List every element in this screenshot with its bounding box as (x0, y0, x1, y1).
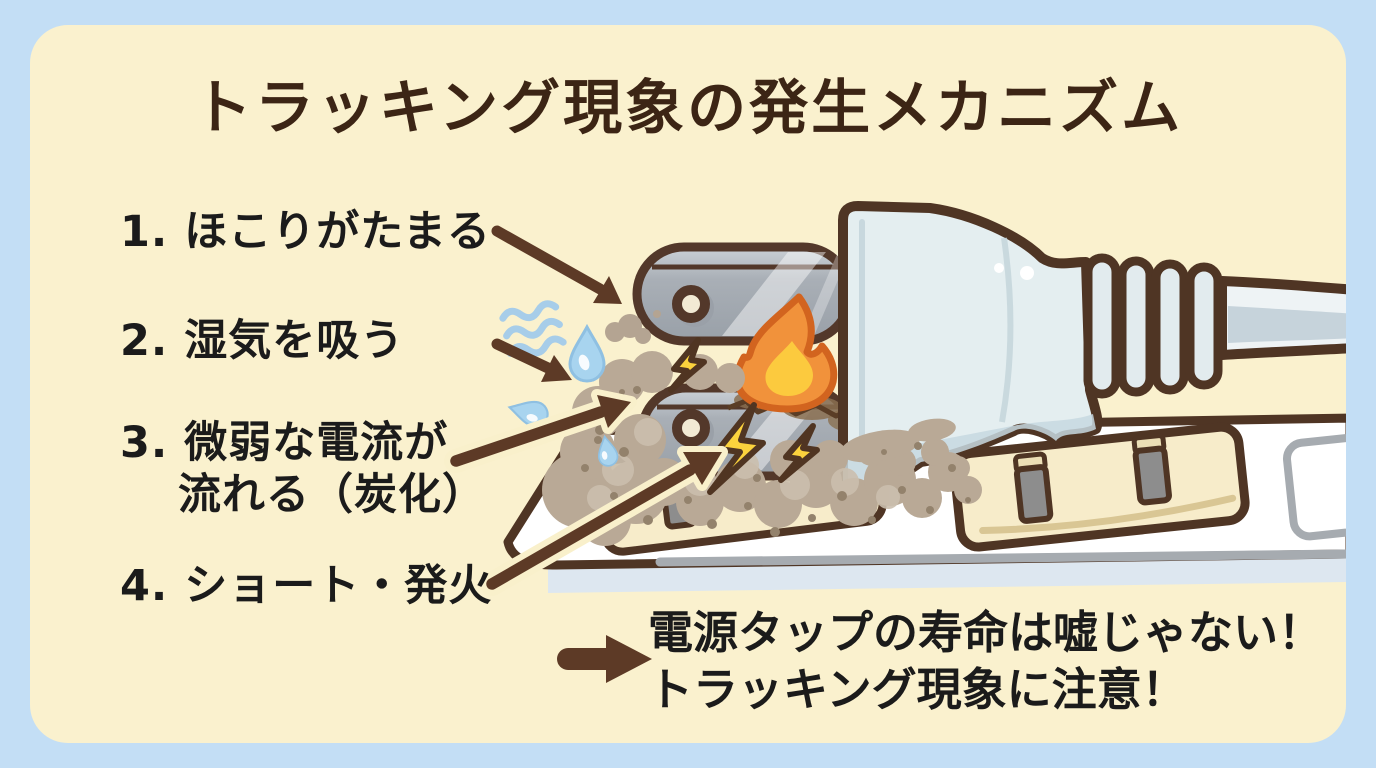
step-item-4: 4. ショート・発火 (120, 560, 492, 612)
water-drop-icon (594, 434, 620, 469)
water-drop-icon (505, 394, 552, 431)
step-item-3: 3. 微弱な電流が 流れる（炭化） (120, 417, 486, 521)
page-title: トラッキング現象の発生メカニズム (192, 73, 1184, 142)
step-2-text: 2. 湿気を吸う (120, 316, 405, 366)
flame-icon (733, 293, 838, 413)
pointer-arrow-1 (491, 225, 622, 304)
plug-prong-upper (632, 242, 855, 346)
step-item-2: 2. 湿気を吸う (120, 315, 404, 367)
moisture-waves-icon (499, 300, 567, 357)
warning-note: 電源タップの寿命は嘘じゃない！ トラッキング現象に注意！ (648, 604, 1323, 718)
plug-strain-relief (1083, 253, 1223, 399)
dust-cloud (542, 351, 982, 546)
step-item-1: 1. ほこりがたまる (120, 206, 491, 258)
step-3-text-line-2: 流れる（炭化） (178, 470, 486, 520)
step-3-text-line-1: 3. 微弱な電流が (120, 418, 449, 468)
dust-puff (605, 310, 661, 344)
pointer-arrow-3 (444, 389, 637, 473)
step-4-text: 4. ショート・発火 (120, 561, 493, 611)
pointer-arrow-4 (480, 446, 728, 596)
lightning-icon (668, 337, 820, 495)
note-line-1: 電源タップの寿命は嘘じゃない！ (648, 606, 1324, 659)
outlet-socket-middle (949, 422, 1250, 552)
note-line-2: トラッキング現象に注意！ (648, 663, 1187, 716)
outlet-socket-right (1282, 424, 1346, 541)
right-arrow-icon (557, 635, 652, 683)
water-drop-icon (568, 325, 606, 383)
pointer-arrow-2 (491, 338, 572, 382)
power-cord (1217, 276, 1346, 360)
step-1-text: 1. ほこりがたまる (120, 207, 491, 257)
